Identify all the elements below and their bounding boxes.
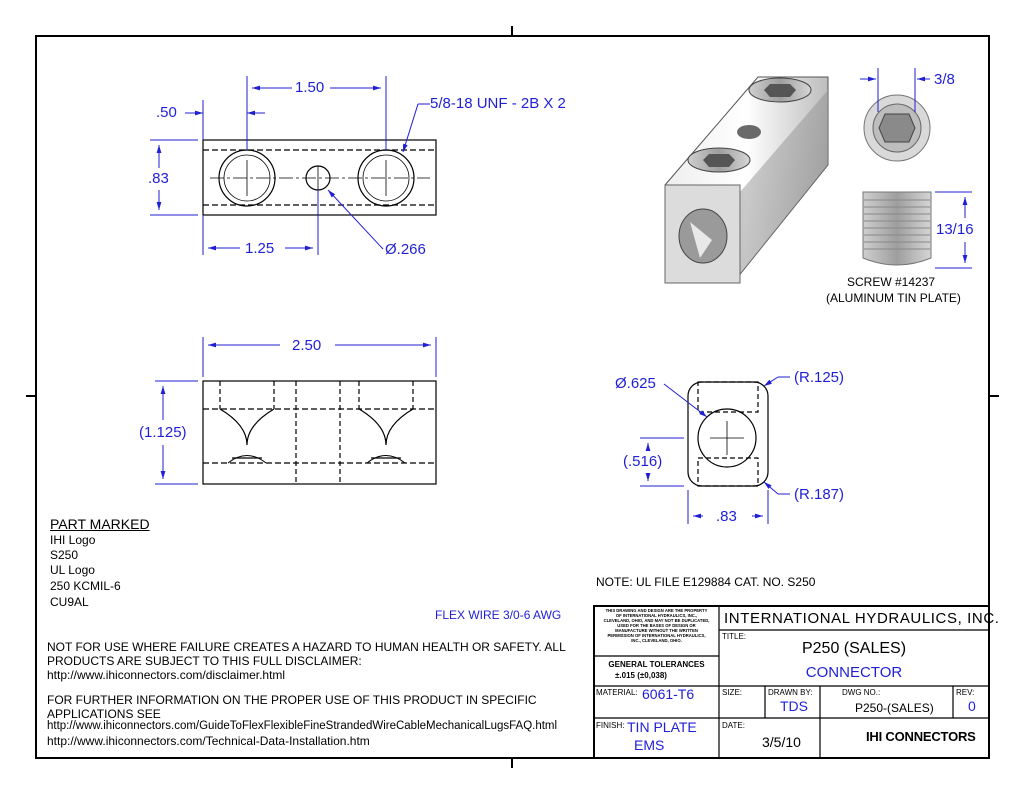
date-value: 3/5/10 (762, 734, 801, 750)
isometric-view (664, 76, 829, 284)
finish-value-2: EMS (634, 737, 665, 753)
brand-logo-text: IHI CONNECTORS (866, 729, 976, 744)
material-label: MATERIAL: (596, 688, 638, 697)
dim-width-83: .83 (716, 508, 737, 525)
part-marked-heading: PART MARKED (50, 516, 150, 532)
date-label: DATE: (722, 721, 745, 730)
part-marked-line: 250 KCMIL-6 (50, 579, 121, 593)
dim-1-50: 1.50 (295, 79, 325, 96)
drawn-by-label: DRAWN BY: (768, 688, 813, 697)
tolerances-label: GENERAL TOLERANCES (608, 660, 705, 669)
drawn-by-value: TDS (780, 698, 808, 714)
part-marked-line: IHI Logo (50, 533, 96, 547)
dim-bore-625: Ø.625 (615, 375, 656, 392)
top-view-dims (150, 76, 430, 255)
dim-screw-3-8: 3/8 (934, 71, 955, 88)
info-line1: FOR FURTHER INFORMATION ON THE PROPER US… (47, 693, 537, 707)
drawing-subtitle: CONNECTOR (805, 664, 903, 681)
screw-side-view (862, 191, 932, 266)
dim-height-83: .83 (148, 170, 169, 187)
dim-1-25: 1.25 (245, 240, 275, 257)
dim-r-125: (R.125) (794, 369, 845, 386)
dim-2-50: 2.50 (292, 337, 322, 354)
material-value: 6061-T6 (642, 686, 695, 702)
part-marked-line: S250 (50, 548, 79, 562)
end-view (687, 381, 769, 487)
rev-value: 0 (968, 698, 976, 714)
dim-thread: 5/8-18 UNF - 2B X 2 (430, 95, 566, 112)
flex-wire-note: FLEX WIRE 3/0-6 AWG (435, 608, 562, 622)
finish-label: FINISH: (596, 721, 625, 730)
title-block (593, 605, 990, 759)
dwg-no-value: P250-(SALES) (855, 701, 934, 715)
dwg-no-label: DWG NO.: (842, 688, 881, 697)
company-name: INTERNATIONAL HYDRAULICS, INC. (724, 610, 1000, 627)
screw-top-view (863, 94, 931, 162)
disclaimer-line2: PRODUCTS ARE SUBJECT TO THIS FULL DISCLA… (47, 654, 362, 668)
top-view (202, 139, 437, 216)
dim-1-125: (1.125) (139, 424, 187, 441)
part-marked-line: UL Logo (50, 563, 95, 577)
dim-516: (.516) (623, 453, 663, 470)
dim-r-187: (R.187) (794, 486, 845, 503)
tolerances-value: ±.015 (±0,038) (615, 671, 667, 680)
screw-caption-line2: (ALUMINUM TIN PLATE) (826, 291, 961, 305)
drawing-title: P250 (SALES) (801, 640, 907, 657)
disclaimer-url[interactable]: http://www.ihiconnectors.com/disclaimer.… (47, 668, 286, 682)
ul-note: NOTE: UL FILE E129884 CAT. NO. S250 (596, 575, 816, 589)
size-label: SIZE: (722, 688, 743, 697)
guide-url[interactable]: http://www.ihiconnectors.com/GuideToFlex… (47, 720, 558, 732)
title-label: TITLE: (722, 632, 747, 641)
rev-label: REV: (956, 688, 975, 697)
finish-value: TIN PLATE (627, 719, 697, 735)
screw-caption-line1: SCREW #14237 (847, 275, 936, 289)
technical-data-url[interactable]: http://www.ihiconnectors.com/Technical-D… (47, 734, 370, 748)
dim-hole-266: Ø.266 (385, 241, 426, 258)
disclaimer-line1: NOT FOR USE WHERE FAILURE CREATES A HAZA… (47, 640, 566, 654)
property-note: THIS DRAWING AND DESIGN ARE THE PROPERTY… (603, 608, 710, 643)
front-view-dims (155, 337, 437, 485)
part-marked-line: CU9AL (50, 595, 89, 609)
info-line2: APPLICATIONS SEE (47, 707, 161, 721)
front-view (202, 380, 437, 485)
dim-screw-13-16: 13/16 (936, 221, 974, 238)
dim-0-50: .50 (156, 104, 177, 121)
